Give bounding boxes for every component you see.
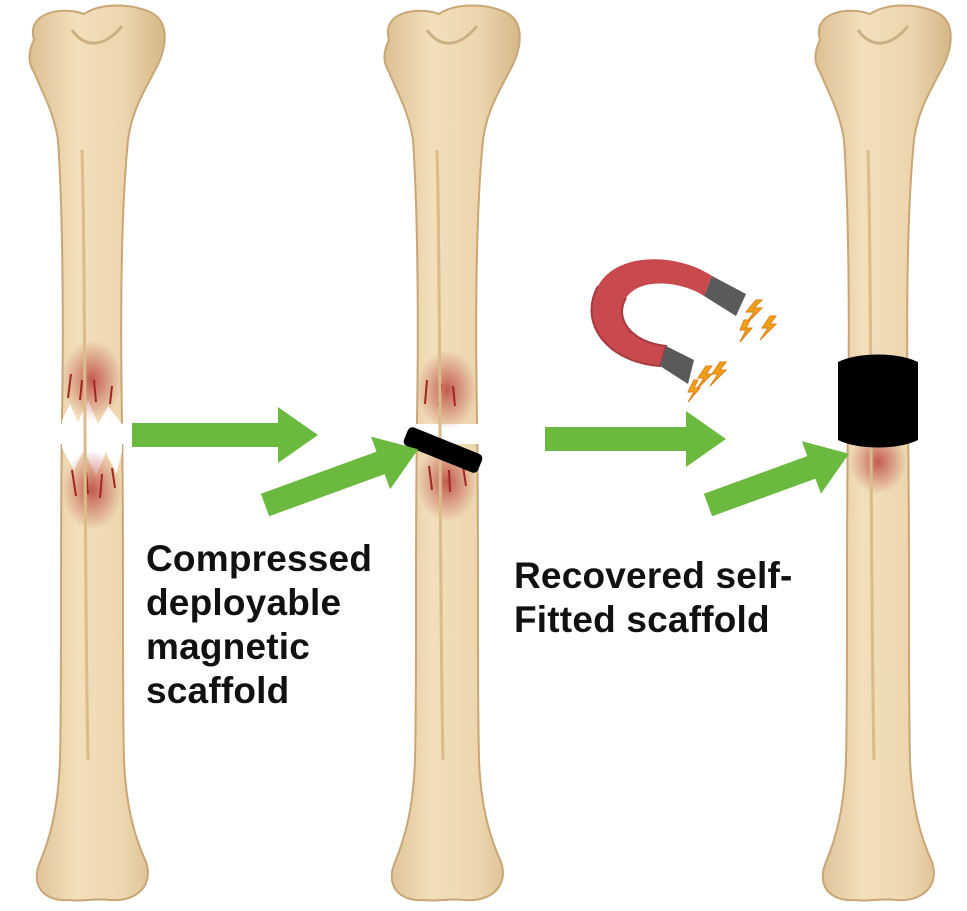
arrow-4 <box>698 427 858 531</box>
arrow-3 <box>545 411 726 467</box>
compressed-scaffold-label: Compressed deployable magnetic scaffold <box>146 537 372 713</box>
label-line: Recovered self- <box>514 554 793 598</box>
magnet-icon <box>592 259 776 402</box>
label-line: deployable <box>146 581 372 625</box>
label-line: scaffold <box>146 669 372 713</box>
label-line: Fitted scaffold <box>514 598 793 642</box>
label-line: Compressed <box>146 537 372 581</box>
fitted-scaffold <box>838 355 918 448</box>
broken-bone-icon <box>29 6 164 901</box>
spark-icon <box>688 300 776 402</box>
arrow-1 <box>132 407 318 463</box>
recovered-scaffold-label: Recovered self- Fitted scaffold <box>514 554 793 642</box>
label-line: magnetic <box>146 625 372 669</box>
